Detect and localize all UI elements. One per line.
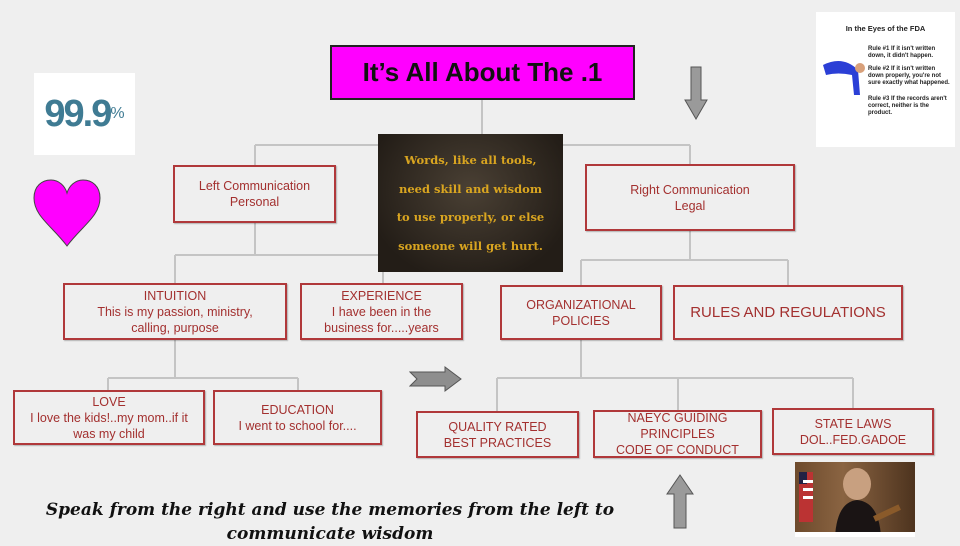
page-title: It’s All About The .1 (330, 45, 635, 100)
node-label: I went to school for.... (238, 418, 357, 433)
quote-line: to use properly, or else (396, 210, 545, 225)
node-label: Legal (674, 198, 706, 213)
fda-rules-image: In the Eyes of the FDA Rule #1 If it isn… (816, 12, 955, 147)
node-label: Left Communication (198, 179, 311, 193)
node-label: BEST PRACTICES (443, 435, 552, 450)
percent-image: 99.9% (34, 73, 135, 155)
node-label: DOL..FED.GADOE (799, 432, 907, 447)
node-label: NAEYC GUIDING (627, 411, 728, 425)
heart-icon (33, 179, 101, 247)
quote-image: Words, like all tools, need skill and wi… (378, 134, 563, 272)
node-label: INTUITION (143, 288, 207, 303)
node-label: I have been in the business for.....year… (324, 304, 439, 335)
node-label: I love the kids!..my mom..if it was my c… (30, 410, 188, 441)
node-label: QUALITY RATED (448, 419, 547, 434)
quote-line: someone will get hurt. (398, 238, 543, 253)
judge-photo-icon (795, 468, 915, 537)
rule-label: Rule #2 (868, 66, 890, 72)
node-label: CODE OF CONDUCT (616, 443, 739, 457)
rule-label: Rule #3 (868, 96, 890, 102)
fda-title: In the Eyes of the FDA (845, 24, 926, 33)
arrow-down-icon (684, 66, 708, 120)
node-label: STATE LAWS (814, 416, 892, 431)
bending-figure-icon (823, 61, 865, 95)
percent-value: 99.9 (44, 92, 112, 135)
arrow-up-icon (666, 474, 694, 529)
node-label: EDUCATION (261, 402, 334, 417)
node-label: This is my passion, ministry, calling, p… (97, 304, 253, 335)
node-label: ORGANIZATIONAL (526, 297, 636, 312)
rule-text: If it isn't written down properly, you'r… (868, 66, 950, 86)
node-naeyc: NAEYC GUIDING PRINCIPLES CODE OF CONDUCT (593, 410, 762, 458)
node-label: Personal (229, 195, 280, 209)
quote-line: Words, like all tools, (404, 153, 537, 168)
node-label: Right Communication (630, 182, 750, 197)
rule-text: If it isn't written down, it didn't happ… (868, 46, 936, 59)
caption-line: communicate wisdom (226, 524, 434, 544)
arrow-right-icon (409, 366, 462, 392)
node-label: PRINCIPLES (640, 427, 715, 441)
node-label: LOVE (92, 394, 126, 409)
quote-line: need skill and wisdom (398, 181, 543, 196)
rule-text: If the records aren't correct, neither i… (868, 96, 947, 116)
caption: Speak from the right and use the memorie… (20, 498, 640, 546)
node-rules-and-regulations: RULES AND REGULATIONS (673, 285, 903, 340)
node-label: EXPERIENCE (341, 288, 422, 303)
rule-label: Rule #1 (868, 46, 890, 52)
percent-suffix: % (110, 105, 125, 122)
judge-image (795, 462, 915, 537)
node-label: RULES AND REGULATIONS (690, 303, 886, 321)
node-label: POLICIES (552, 313, 610, 328)
caption-line: Speak from the right and use the memorie… (45, 500, 615, 520)
